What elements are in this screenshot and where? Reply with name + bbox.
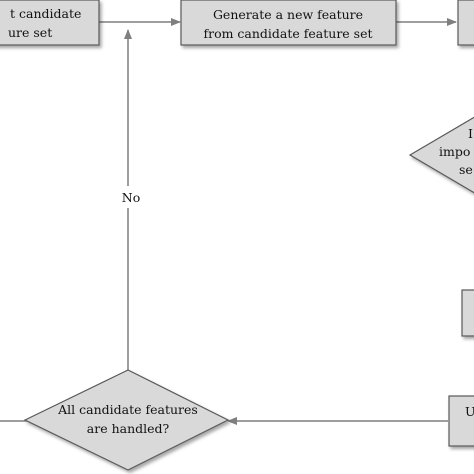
- select-candidate-line1: t candidate: [10, 6, 81, 21]
- update-box-text: U: [465, 404, 474, 419]
- right-lower-box: [461, 289, 474, 337]
- handled-line2: are handled?: [87, 421, 170, 436]
- importance-line2: impo: [439, 144, 470, 159]
- select-candidate-line2: ure set: [8, 25, 52, 40]
- generate-feature-box: [180, 0, 397, 46]
- generate-feature-line2: from candidate feature set: [203, 26, 372, 41]
- no-label-background: [116, 186, 142, 208]
- importance-diamond: [408, 116, 474, 194]
- generate-feature-line1: Generate a new feature: [213, 7, 363, 22]
- handled-diamond: [23, 369, 230, 471]
- update-box: [448, 395, 474, 447]
- importance-line3: se: [459, 162, 473, 177]
- handled-line1: All candidate features: [57, 402, 198, 417]
- right-top-box: [457, 0, 474, 46]
- importance-line1: I: [468, 126, 473, 141]
- select-candidate-box: [0, 0, 100, 46]
- edge-label-no: No: [122, 190, 140, 205]
